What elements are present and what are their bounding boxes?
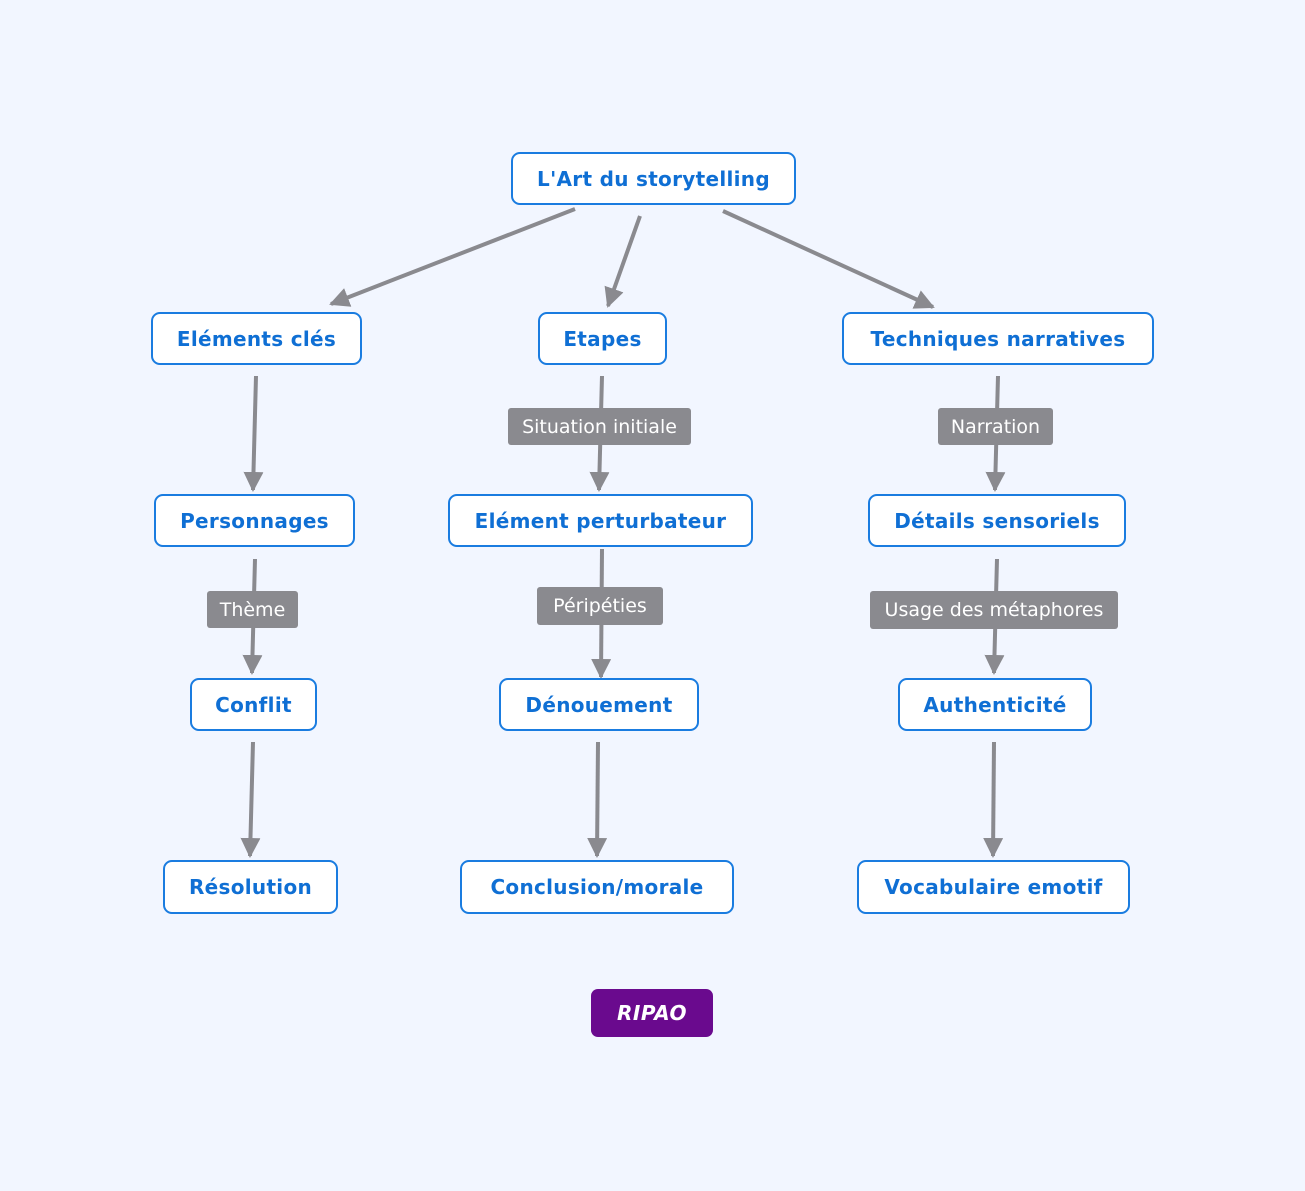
node-techniques-narratives[interactable]: Techniques narratives [842, 312, 1154, 365]
node-conflit[interactable]: Conflit [190, 678, 317, 731]
edge-conflit-to-resolution [240, 741, 261, 858]
edge-label-narration: Narration [938, 408, 1053, 445]
edge-denouement-to-conclusion [587, 741, 608, 858]
edge-label-situation-initiale: Situation initiale [508, 408, 691, 445]
node-vocabulaire-emotif[interactable]: Vocabulaire emotif [857, 860, 1130, 914]
node-personnages[interactable]: Personnages [154, 494, 355, 547]
node-authenticite[interactable]: Authenticité [898, 678, 1092, 731]
node-element-perturbateur[interactable]: Elément perturbateur [448, 494, 753, 547]
node-etapes[interactable]: Etapes [538, 312, 667, 365]
edge-root-to-techniques [722, 209, 935, 309]
node-details-sensoriels[interactable]: Détails sensoriels [868, 494, 1126, 547]
edge-root-to-etapes [604, 215, 642, 308]
edge-authenticite-to-vocabulaire [983, 741, 1004, 858]
edge-label-peripeties: Péripéties [537, 587, 663, 625]
node-conclusion-morale[interactable]: Conclusion/morale [460, 860, 734, 914]
edge-root-to-elements-cles [329, 207, 576, 307]
ripao-badge: RIPAO [591, 989, 713, 1037]
node-root[interactable]: L'Art du storytelling [511, 152, 796, 205]
edge-label-theme: Thème [207, 591, 298, 628]
edge-label-usage-des-metaphores: Usage des métaphores [870, 591, 1118, 629]
node-elements-cles[interactable]: Eléments clés [151, 312, 362, 365]
node-denouement[interactable]: Dénouement [499, 678, 699, 731]
edge-elements-cles-to-personnages [243, 375, 264, 492]
node-resolution[interactable]: Résolution [163, 860, 338, 914]
